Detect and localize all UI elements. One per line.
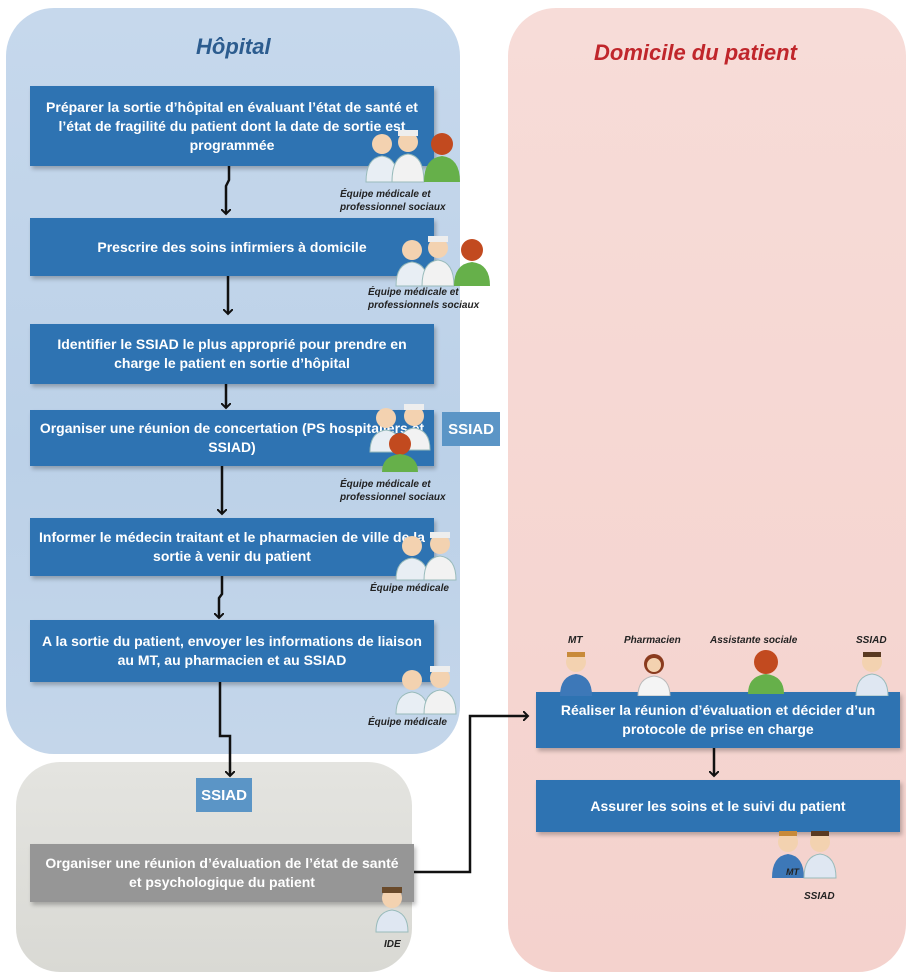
nurse-icon	[423, 666, 457, 715]
step-ssiad-evaluation: Organiser une réunion d’évaluation de l’…	[30, 844, 414, 902]
doctor-icon	[395, 670, 429, 715]
ssiad-tag-concertation: SSIAD	[442, 412, 500, 446]
doctor-icon	[395, 536, 429, 581]
caption-mt: MT	[568, 635, 583, 646]
ide-icon	[372, 884, 412, 934]
social-worker-icon	[454, 239, 490, 286]
step-concertation: Organiser une réunion de concertation (P…	[30, 410, 434, 466]
team-icon-group-1	[362, 126, 472, 184]
mt-icon	[772, 831, 804, 878]
arrow-1	[226, 166, 229, 214]
caption-pharmacien: Pharmacien	[624, 635, 681, 646]
caption-ssiad-top: SSIAD	[856, 635, 887, 646]
nurse-icon	[391, 130, 425, 183]
lane-title-hopital: Hôpital	[196, 34, 271, 59]
ssiad-tag-lane: SSIAD	[196, 778, 252, 812]
doctor-icon	[365, 134, 399, 183]
step-realiser-reunion: Réaliser la réunion d’évaluation et déci…	[536, 692, 900, 748]
doctor-icon	[395, 240, 429, 287]
ssiad-nurse-icon	[803, 831, 837, 879]
caption-team-3: Équipe médicale et professionnel sociaux	[340, 479, 446, 503]
step-prescribe-nursing: Prescrire des soins infirmiers à domicil…	[30, 218, 434, 276]
lane-title-domicile: Domicile du patient	[594, 40, 797, 65]
team-icon-group-3	[364, 402, 444, 474]
step-prepare-discharge: Préparer la sortie d’hôpital en évaluant…	[30, 86, 434, 166]
pharmacien-icon	[636, 652, 672, 696]
step-assurer-soins: Assurer les soins et le suivi du patient	[536, 780, 900, 832]
caption-team-1: Équipe médicale et professionnel sociaux	[340, 189, 446, 213]
team-icon-group-2	[392, 232, 502, 288]
caption-mt-small: MT	[786, 867, 799, 877]
arrow-7	[414, 716, 528, 874]
nurse-icon	[421, 236, 455, 287]
nurse-icon	[423, 532, 457, 581]
social-worker-icon	[424, 133, 460, 182]
assistante-icon	[746, 648, 786, 694]
caption-ide: IDE	[384, 939, 401, 950]
team-icon-group-4	[392, 530, 464, 582]
arrow-6	[218, 682, 230, 776]
caption-ssiad-bottom: SSIAD	[804, 891, 835, 902]
step-identify-ssiad: Identifier le SSIAD le plus approprié po…	[30, 324, 434, 384]
mt-ssiad-icon-group	[768, 828, 842, 880]
ssiad-nurse-icon	[852, 650, 892, 696]
caption-team-4: Équipe médicale	[370, 583, 449, 594]
step-inform-gp: Informer le médecin traitant et le pharm…	[30, 518, 434, 576]
caption-assistante: Assistante sociale	[710, 635, 798, 646]
team-icon-group-5	[392, 664, 464, 716]
step-send-liaison: A la sortie du patient, envoyer les info…	[30, 620, 434, 682]
caption-team-5: Équipe médicale	[368, 717, 447, 728]
social-worker-icon	[382, 433, 418, 472]
mt-icon	[556, 650, 596, 696]
caption-team-2: Équipe médicale et professionnels sociau…	[368, 287, 480, 311]
arrow-5	[219, 576, 222, 618]
